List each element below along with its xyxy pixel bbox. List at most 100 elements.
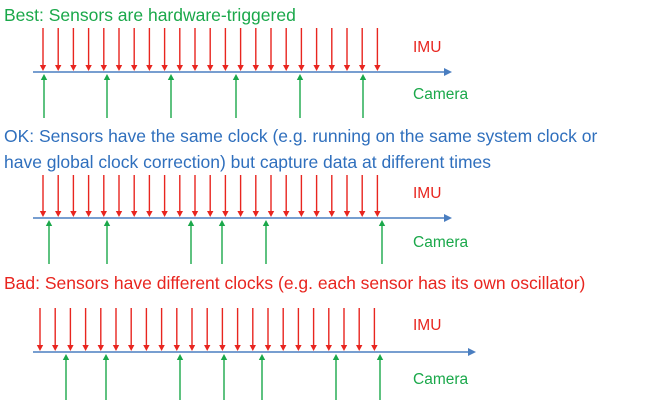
ok-imu-tick — [252, 175, 259, 217]
bad-imu-tick — [82, 308, 89, 351]
ok-imu-tick — [207, 175, 214, 217]
best-camera-tick — [296, 74, 304, 118]
bad-imu-tick — [295, 308, 302, 351]
bad-imu-tick — [143, 308, 150, 351]
best-imu-tick — [313, 28, 320, 71]
bad-imu-tick — [128, 308, 135, 351]
ok-camera-tick — [45, 220, 53, 264]
best-imu-tick — [191, 28, 199, 71]
ok-camera-tick — [103, 220, 111, 264]
best-imu-tick — [161, 28, 168, 71]
bad-camera-tick — [176, 354, 184, 400]
best-time-axis — [33, 68, 452, 76]
bad-imu-tick — [219, 308, 226, 351]
best-imu-tick — [359, 28, 366, 71]
best-camera-tick — [103, 74, 111, 118]
best-imu-tick — [39, 28, 47, 71]
ok-imu-tick — [115, 175, 123, 217]
best-imu-tick — [283, 28, 290, 71]
best-imu-tick — [55, 28, 62, 71]
bad-heading: Bad: Sensors have different clocks (e.g.… — [4, 273, 586, 293]
bad-imu-tick — [234, 308, 241, 351]
ok-imu-tick — [70, 175, 77, 217]
ok-timeline: IMU Camera — [33, 175, 469, 264]
bad-imu-tick — [356, 308, 363, 351]
bad-imu-tick — [310, 308, 317, 351]
bad-timeline: IMU Camera — [33, 308, 476, 400]
bad-imu-tick — [97, 308, 104, 351]
best-imu-label: IMU — [413, 39, 441, 56]
bad-time-axis — [33, 348, 476, 356]
ok-imu-tick — [146, 175, 153, 217]
bad-imu-tick — [158, 308, 165, 351]
best-imu-tick — [298, 28, 305, 71]
ok-heading-line-2: have global clock correction) but captur… — [4, 152, 492, 172]
bad-imu-tick — [340, 308, 348, 351]
bad-imu-tick — [112, 308, 120, 351]
best-imu-tick — [374, 28, 381, 71]
ok-imu-tick — [176, 175, 183, 217]
best-imu-tick — [222, 28, 229, 71]
best-camera-tick — [359, 74, 367, 118]
ok-camera-tick — [218, 220, 226, 264]
bad-imu-tick — [188, 308, 196, 351]
bad-camera-tick — [258, 354, 266, 400]
best-imu-tick — [176, 28, 183, 71]
ok-imu-tick — [374, 175, 381, 217]
bad-imu-tick — [52, 308, 59, 351]
ok-imu-tick — [267, 175, 275, 217]
bad-imu-tick — [249, 308, 256, 351]
bad-imu-tick — [264, 308, 272, 351]
ok-time-axis — [33, 214, 452, 222]
best-camera-tick — [167, 74, 175, 118]
best-camera-label: Camera — [413, 86, 469, 103]
best-imu-tick — [70, 28, 77, 71]
bad-camera-tick — [102, 354, 110, 400]
ok-imu-tick — [100, 175, 107, 217]
bad-camera-tick — [376, 354, 384, 400]
bad-imu-tick — [204, 308, 211, 351]
ok-camera-tick — [378, 220, 386, 264]
ok-imu-tick — [298, 175, 305, 217]
bad-camera-tick — [332, 354, 340, 400]
bad-imu-tick — [280, 308, 287, 351]
bad-imu-tick — [67, 308, 74, 351]
ok-camera-tick — [187, 220, 195, 264]
ok-imu-tick — [313, 175, 320, 217]
best-imu-tick — [237, 28, 244, 71]
best-imu-tick — [343, 28, 351, 71]
best-imu-tick — [328, 28, 335, 71]
best-camera-tick — [40, 74, 48, 118]
ok-heading-line-1: OK: Sensors have the same clock (e.g. ru… — [4, 126, 598, 146]
best-imu-tick — [207, 28, 214, 71]
best-imu-tick — [100, 28, 107, 71]
bad-imu-label: IMU — [413, 317, 441, 334]
ok-imu-tick — [343, 175, 351, 217]
best-imu-tick — [115, 28, 123, 71]
ok-camera-tick — [262, 220, 270, 264]
best-imu-tick — [146, 28, 153, 71]
ok-imu-tick — [131, 175, 138, 217]
bad-imu-tick — [173, 308, 180, 351]
best-imu-tick — [131, 28, 138, 71]
ok-imu-label: IMU — [413, 185, 441, 202]
ok-imu-tick — [328, 175, 335, 217]
bad-imu-tick — [325, 308, 332, 351]
bad-imu-tick — [36, 308, 44, 351]
ok-imu-tick — [191, 175, 199, 217]
ok-imu-tick — [85, 175, 92, 217]
bad-camera-tick — [220, 354, 228, 400]
ok-imu-tick — [161, 175, 168, 217]
ok-imu-tick — [359, 175, 366, 217]
best-camera-tick — [232, 74, 240, 118]
bad-imu-tick — [371, 308, 378, 351]
ok-imu-tick — [283, 175, 290, 217]
best-timeline: IMU Camera — [33, 28, 469, 118]
ok-imu-tick — [55, 175, 62, 217]
bad-camera-tick — [62, 354, 70, 400]
best-imu-tick — [267, 28, 275, 71]
ok-camera-label: Camera — [413, 234, 469, 251]
best-imu-tick — [252, 28, 259, 71]
best-imu-tick — [85, 28, 92, 71]
